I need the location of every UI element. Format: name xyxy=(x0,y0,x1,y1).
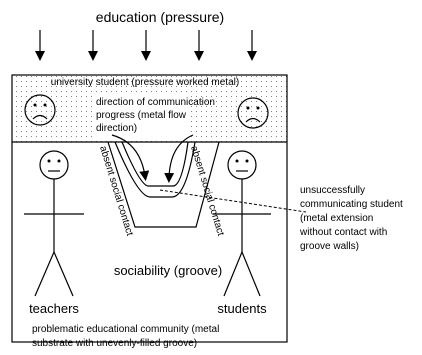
students-label: students xyxy=(217,301,267,316)
flow-label-line-1: direction of communication xyxy=(96,97,215,108)
side-note-line-1: unsuccessfully xyxy=(300,185,365,196)
pressure-arrows xyxy=(35,30,257,61)
groove xyxy=(107,141,220,228)
teacher-figure xyxy=(24,150,84,297)
sad-face-left xyxy=(24,94,56,126)
metal-extension xyxy=(114,141,196,198)
side-note-line-4: without contact with xyxy=(299,227,387,238)
right-wall-label: absent social contact xyxy=(188,145,226,238)
flow-arrow-left xyxy=(111,134,150,181)
top-region-label: university student (pressure worked meta… xyxy=(51,77,239,88)
metal-extension-inner xyxy=(121,141,189,187)
student-figure xyxy=(213,150,271,297)
bottom-label-line-1: problematic educational community (metal xyxy=(32,324,219,335)
substrate-frame xyxy=(11,74,288,343)
flow-arrow-right xyxy=(164,134,194,183)
side-note-line-2: communicating student xyxy=(300,199,403,210)
flow-label-line-2: progress (metal flow xyxy=(96,110,187,121)
flow-label-line-3: direction) xyxy=(96,123,137,134)
groove-label: sociability (groove) xyxy=(114,263,222,278)
side-note-line-5: groove walls) xyxy=(300,241,359,252)
sad-face-right xyxy=(237,97,269,129)
teachers-label: teachers xyxy=(29,301,79,316)
diagram-title: education (pressure) xyxy=(96,9,224,25)
side-note-line-3: (metal extension xyxy=(300,213,373,224)
side-note-leader xyxy=(159,189,307,213)
bottom-label-line-2: substrate with unevenly-filled groove) xyxy=(32,338,197,349)
